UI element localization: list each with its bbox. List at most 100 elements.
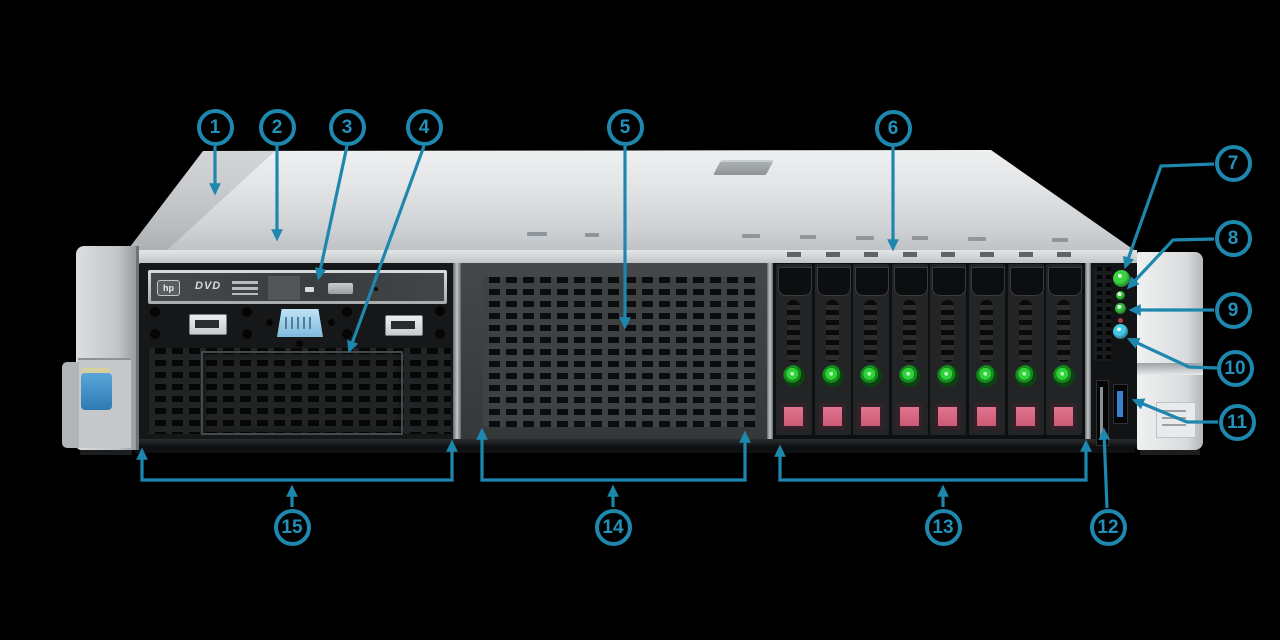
drive-latch-handle [778, 267, 812, 296]
screw-hole [150, 307, 160, 317]
drive-cage [773, 263, 1085, 439]
leader-8 [1126, 237, 1215, 290]
status-dot [1118, 318, 1123, 323]
drive-latch-handle [1009, 267, 1044, 296]
screw-hole [342, 329, 352, 339]
dvd-logo: DVD [195, 280, 222, 292]
optical-activity-light [305, 287, 314, 292]
power-led [1113, 270, 1130, 287]
drive-latch-handle [855, 267, 890, 296]
drive-eject-button [934, 403, 962, 430]
callout-5: 5 [606, 108, 644, 146]
vga-screw-post [266, 319, 273, 326]
leader-4 [347, 145, 426, 354]
drive-status-led [783, 365, 805, 387]
drive-carrier-perforation [1018, 300, 1032, 362]
top-vent-mark [742, 234, 760, 238]
bay-latch-mark [980, 252, 994, 257]
bay-latch-mark [787, 252, 801, 257]
optical-tray [268, 276, 300, 300]
bay-latch-mark [1057, 252, 1072, 257]
drive-carrier-perforation [864, 300, 878, 362]
callout-6: 6 [874, 109, 912, 147]
chassis-bottom-lip [126, 439, 1137, 448]
drive-eject-button [895, 403, 923, 430]
callout-3: 3 [328, 108, 366, 146]
drive-status-led [976, 365, 998, 387]
quick-release-tab [62, 362, 79, 448]
drive-latch-handle [1048, 267, 1083, 296]
bay-latch-mark [1018, 252, 1033, 257]
top-vent-mark [1052, 238, 1068, 242]
top-vent-mark [856, 236, 874, 240]
drive-eject-button [1050, 403, 1078, 430]
bracket-14 [476, 427, 751, 482]
drop-shadow [135, 447, 1135, 453]
front-usb-port [1113, 384, 1128, 424]
rack-ear-label [1156, 402, 1196, 438]
drive-bay-carrier [1046, 264, 1083, 435]
bay-latch-mark [825, 252, 840, 257]
drive-status-led [860, 365, 883, 387]
drive-status-led [937, 365, 960, 387]
drive-eject-button [780, 403, 807, 430]
vga-port [277, 309, 323, 337]
screw-hole [296, 340, 303, 347]
usb-port-left [189, 314, 227, 335]
drive-status-led [1014, 365, 1037, 387]
vent-recess-panel [201, 351, 403, 435]
serial-pull-tag [81, 373, 112, 410]
drive-latch-handle [932, 267, 967, 296]
drive-bay-carrier [891, 264, 928, 435]
top-vent-mark [968, 237, 986, 241]
leader-11 [1131, 398, 1218, 424]
chassis-seam [453, 263, 461, 439]
io-perforation [1093, 267, 1111, 361]
bay-latch-mark [941, 252, 956, 257]
vent-grille-left [149, 348, 451, 434]
emergency-eject-hole [374, 287, 378, 291]
chassis-seam [767, 263, 773, 439]
drive-bay-carrier [776, 264, 812, 435]
bracket-15 [136, 439, 458, 482]
leader-10 [1126, 337, 1218, 370]
brand-logo: hp [157, 280, 180, 296]
bay-latch-mark [864, 252, 879, 257]
ear-shadow [80, 450, 132, 455]
screw-hole [342, 307, 352, 317]
uid-led [1113, 324, 1128, 339]
screw-hole [435, 329, 445, 339]
bay-latch-mark [902, 252, 917, 257]
drive-eject-button [857, 403, 885, 430]
drive-carrier-perforation [902, 300, 916, 362]
serial-pull-tab-edge [82, 368, 110, 373]
drive-latch-handle [893, 267, 928, 296]
drive-bay-carrier [930, 264, 967, 435]
drive-latch-handle [971, 267, 1005, 296]
drive-bay-carrier [814, 264, 851, 435]
drive-carrier-perforation [980, 300, 993, 362]
ear-shadow [1140, 450, 1200, 455]
callout-15: 15 [273, 508, 311, 546]
vent-grille-middle [483, 277, 755, 427]
screw-hole [242, 329, 252, 339]
bracket-13 [774, 439, 1092, 482]
server-top-cover [126, 150, 1137, 252]
top-vent-mark [585, 233, 599, 237]
drive-bay-carrier [1007, 264, 1044, 435]
callout-9: 9 [1214, 291, 1252, 329]
optical-eject-button [328, 283, 353, 294]
callout-1: 1 [196, 108, 234, 146]
drive-latch-handle [816, 267, 851, 296]
drive-status-led [821, 365, 844, 387]
media-compat-marks [232, 281, 258, 295]
screw-hole [242, 307, 252, 317]
leader-12 [1098, 427, 1111, 509]
drive-carrier-perforation [941, 300, 955, 362]
health-led [1116, 291, 1125, 300]
callout-4: 4 [405, 108, 443, 146]
vga-screw-post [328, 319, 335, 326]
leader-3 [314, 145, 349, 281]
